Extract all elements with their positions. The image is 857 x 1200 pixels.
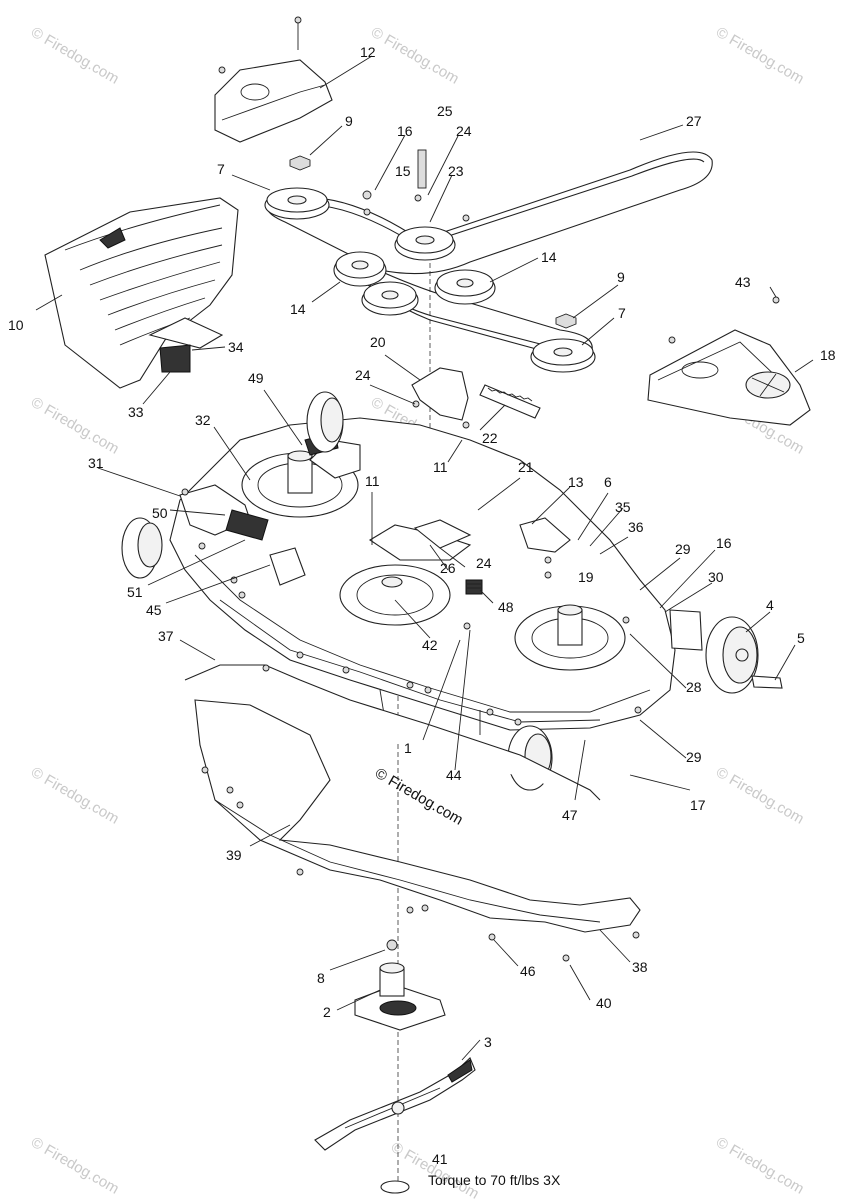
- pulley-7-right: [530, 338, 596, 373]
- callout-46: 46: [520, 963, 536, 979]
- callout-49: 49: [248, 370, 264, 386]
- watermark: © Firedog.com: [28, 394, 122, 458]
- gauge-wheel-left-front: [306, 391, 344, 453]
- callout-29-right: 29: [675, 541, 691, 557]
- mower-deck: [169, 417, 676, 735]
- callout-19: 19: [578, 569, 594, 585]
- callout-33: 33: [128, 404, 144, 420]
- callout-39: 39: [226, 847, 242, 863]
- callout-9-top: 9: [345, 113, 353, 129]
- callout-13: 13: [568, 474, 584, 490]
- callout-44: 44: [446, 767, 462, 783]
- callout-7-right: 7: [618, 305, 626, 321]
- callout-22: 22: [482, 430, 498, 446]
- callout-23: 23: [448, 163, 464, 179]
- gauge-wheel-right: [669, 609, 783, 694]
- callout-47: 47: [562, 807, 578, 823]
- watermark: © Firedog.com: [28, 24, 122, 88]
- callout-labels: 12 9 25 16 24 27 15 23 7 14 9 43 14 7 10…: [8, 44, 836, 1167]
- watermark: © Firedog.com: [28, 1134, 122, 1198]
- callout-35: 35: [615, 499, 631, 515]
- torque-note: Torque to 70 ft/lbs 3X: [428, 1172, 561, 1188]
- gauge-wheel-left-rear: [121, 517, 163, 579]
- callout-10: 10: [8, 317, 24, 333]
- pulley-7-left: [264, 187, 330, 220]
- callout-51: 51: [127, 584, 143, 600]
- callout-18: 18: [820, 347, 836, 363]
- callout-42: 42: [422, 637, 438, 653]
- callout-40: 40: [596, 995, 612, 1011]
- drive-belt: [267, 151, 713, 359]
- callout-6: 6: [604, 474, 612, 490]
- watermark: © Firedog.com: [713, 1134, 807, 1198]
- callout-30: 30: [708, 569, 724, 585]
- watermark: © Firedog.com: [28, 764, 122, 828]
- hardware-small: [289, 149, 780, 344]
- callout-7-left: 7: [217, 161, 225, 177]
- watermark: © Firedog.com: [713, 24, 807, 88]
- grease-fitting: [465, 579, 483, 595]
- callout-8: 8: [317, 970, 325, 986]
- callout-27: 27: [686, 113, 702, 129]
- callout-12: 12: [360, 44, 376, 60]
- watermark: © Firedog.com: [713, 764, 807, 828]
- callout-16-right: 16: [716, 535, 732, 551]
- callout-29-low: 29: [686, 749, 702, 765]
- pulley-center: [361, 281, 419, 316]
- callout-9-right: 9: [617, 269, 625, 285]
- callout-4: 4: [766, 597, 774, 613]
- pulley-23: [394, 226, 456, 261]
- callout-48: 48: [498, 599, 514, 615]
- spindle-assembly: [354, 939, 446, 1031]
- mower-blade: [314, 1057, 476, 1194]
- pulley-14-right: [434, 269, 496, 305]
- callout-41: 41: [432, 1151, 448, 1167]
- callout-45: 45: [146, 602, 162, 618]
- callout-20: 20: [370, 334, 386, 350]
- callout-25: 25: [437, 103, 453, 119]
- callout-38: 38: [632, 959, 648, 975]
- callout-24-mid: 24: [355, 367, 371, 383]
- callout-1: 1: [404, 740, 412, 756]
- belt-cover-top: [214, 16, 333, 143]
- callout-24-low: 24: [476, 555, 492, 571]
- callout-3: 3: [484, 1034, 492, 1050]
- callout-43: 43: [735, 274, 751, 290]
- callout-31: 31: [88, 455, 104, 471]
- callout-11-top: 11: [433, 459, 448, 475]
- callout-16-top: 16: [397, 123, 413, 139]
- watermark: © Firedog.com: [368, 24, 462, 88]
- callout-37: 37: [158, 628, 174, 644]
- callout-32: 32: [195, 412, 211, 428]
- callout-24-top: 24: [456, 123, 472, 139]
- callout-50: 50: [152, 505, 168, 521]
- callout-14-right: 14: [541, 249, 557, 265]
- pulley-14-left: [333, 251, 387, 287]
- callout-14-left: 14: [290, 301, 306, 317]
- callout-28: 28: [686, 679, 702, 695]
- leader-lines: [35, 55, 814, 1061]
- callout-21: 21: [518, 459, 534, 475]
- callout-17: 17: [690, 797, 706, 813]
- callout-34: 34: [228, 339, 244, 355]
- lower-baffle: [184, 664, 641, 962]
- callout-5: 5: [797, 630, 805, 646]
- belt-cover-right: [647, 329, 811, 426]
- idler-bracket: [411, 367, 541, 456]
- callout-2: 2: [323, 1004, 331, 1020]
- callout-26: 26: [440, 560, 456, 576]
- callout-11-mid: 11: [365, 473, 380, 489]
- deck-cover-left: [44, 197, 239, 389]
- callout-15: 15: [395, 163, 411, 179]
- callout-36: 36: [628, 519, 644, 535]
